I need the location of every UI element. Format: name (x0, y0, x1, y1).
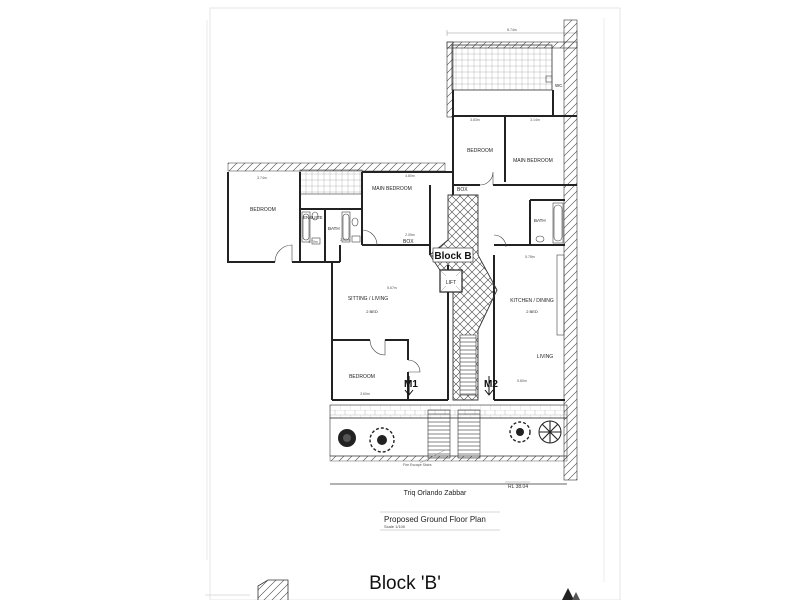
block-tag-label: Block B (434, 251, 471, 262)
dim-box: 2.05m (405, 233, 415, 237)
top-dimension: 8.74m (446, 28, 578, 36)
stair-core (429, 194, 498, 401)
block-tag: Block B (432, 247, 474, 263)
room-label-main-bedroom-right: MAIN BEDROOM (513, 158, 553, 164)
plan-title: Proposed Ground Floor Plan (384, 515, 486, 524)
dim-bath: 2.00m (340, 238, 350, 242)
bath-fixtures-left (301, 211, 361, 245)
right-boundary-wall (563, 19, 578, 481)
room-label-living: LIVING (537, 354, 554, 360)
room-label-lift: LIFT (446, 280, 456, 286)
bath-fixtures-right (535, 75, 564, 244)
room-label-main-bedroom: MAIN BEDROOM (372, 186, 412, 192)
dim-wc: 3.14m (530, 118, 540, 122)
room-label-kitchen-dining: KITCHEN / DINING (510, 298, 554, 304)
fire-escape-label: Fire Escape Stairs (403, 463, 432, 467)
doors (274, 171, 507, 373)
dim-bed-lower: 3.60m (360, 392, 370, 396)
dim-bed-left: 3.74m (257, 176, 267, 180)
room-label-box-top: BOX (457, 187, 468, 193)
block-caption: Block 'B' (369, 573, 441, 594)
front-garden (329, 404, 568, 485)
marker-m1: M1 (404, 379, 418, 390)
top-terrace (446, 41, 578, 118)
tree-icon (369, 427, 395, 453)
room-label-bath-right: BATH (534, 218, 546, 223)
room-label-bedroom-lower: BEDROOM (349, 374, 375, 380)
level-label: RL 38.04 (508, 484, 528, 490)
sheet-frame (206, 7, 621, 600)
room-label-bedroom-left: BEDROOM (250, 207, 276, 213)
bottom-hatch-detail (205, 579, 580, 600)
street-name: Triq Orlando Zabbar (404, 490, 467, 497)
room-label-sitting-living: SITTING / LIVING (348, 296, 388, 302)
unit-label-right: 2 BED (526, 309, 538, 314)
room-label-box: BOX (403, 239, 414, 245)
tree-icon (509, 421, 531, 443)
dimension-labels: 3.83m 3.14m 4.80m 3.74m 5.67m 5.78m 5.80… (257, 118, 540, 396)
room-label-wc: WC (555, 83, 563, 88)
dim-sitting: 5.67m (387, 286, 397, 290)
dim-top-width: 8.74m (507, 28, 517, 32)
room-label-ensuite: ENSUITE (303, 215, 323, 220)
room-labels: BEDROOM ENSUITE BATH MAIN BEDROOM BOX BO… (250, 83, 563, 380)
left-terrace (227, 162, 446, 195)
unit-markers: M1 M2 (404, 376, 498, 396)
dim-kitchen: 5.78m (525, 255, 535, 259)
kitchen-counter (556, 254, 565, 336)
tree-symbols (338, 420, 562, 453)
title-box: Proposed Ground Floor Plan Scale 1/100 (380, 511, 500, 531)
walls (227, 90, 577, 401)
level-marker: RL 38.04 (505, 481, 530, 490)
dim-ensuite: 1.70m (308, 240, 318, 244)
fire-escape-callout: Fire Escape Stairs (403, 449, 446, 467)
dim-main-br: 4.80m (405, 174, 415, 178)
unit-info: 2 BED 2 BED (366, 309, 538, 314)
room-label-bath-left: BATH (328, 226, 340, 231)
plan-scale: Scale 1/100 (384, 524, 406, 529)
dim-living: 5.80m (517, 379, 527, 383)
room-label-bedroom-top-right: BEDROOM (467, 148, 493, 154)
marker-m2: M2 (484, 379, 498, 390)
tree-icon (538, 420, 562, 444)
dim-bed-tr: 3.83m (470, 118, 480, 122)
unit-label-left: 2 BED (366, 309, 378, 314)
